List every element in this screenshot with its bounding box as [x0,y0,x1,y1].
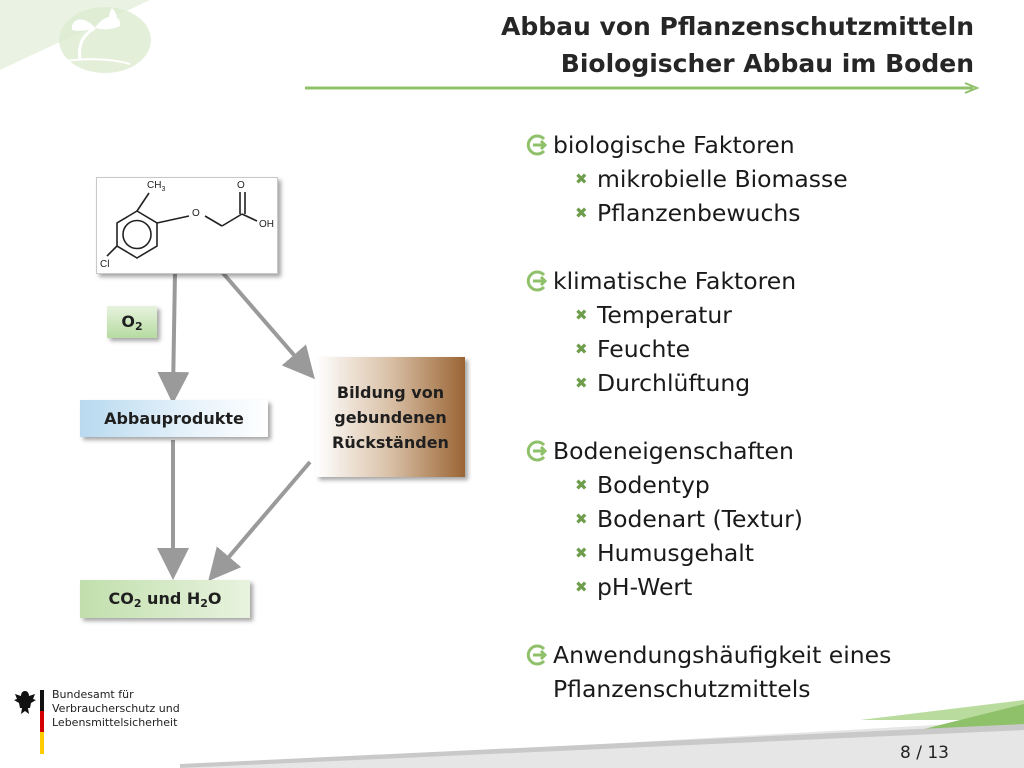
rueck-line-2: gebundenen [334,407,447,427]
carbonyl-oxygen-label: O [237,180,245,191]
list-item: ✖Feuchte [525,332,1005,366]
mcpa-structure-drawing: CH3 O O OH Cl [100,180,274,270]
bullet-group-klimatisch: klimatische Faktoren ✖Temperatur ✖Feucht… [525,264,1005,400]
federal-eagle-icon [14,691,36,714]
bullet-main: biologische Faktoren [525,128,1005,162]
bullet-main: Bodeneigenschaften [525,434,1005,468]
list-item: ✖Bodenart (Textur) [525,502,1005,536]
ch3-label: CH3 [147,180,165,193]
title-underline-arrow [305,82,980,94]
circle-arrow-icon [526,270,548,292]
bullet-group-boden: Bodeneigenschaften ✖Bodentyp ✖Bodenart (… [525,434,1005,604]
chlorine-label: Cl [100,259,109,270]
list-item: ✖pH-Wert [525,570,1005,604]
co2-h2o-box: CO2 und H2O [80,580,250,618]
bullet-group-anwendung: Anwendungshäufigkeit eines Pflanzenschut… [525,638,1005,706]
cross-icon: ✖ [575,374,588,392]
arrow-molecule-to-abbau [157,271,190,404]
list-item: ✖Pflanzenbewuchs [525,196,1005,230]
factor-list: biologische Faktoren ✖mikrobielle Biomas… [525,128,1005,706]
list-item: ✖Durchlüftung [525,366,1005,400]
arrow-molecule-to-rueck [220,270,315,380]
cross-icon: ✖ [575,204,588,222]
slide-title: Abbau von Pflanzenschutzmitteln Biologis… [501,8,974,82]
list-item: ✖Temperatur [525,298,1005,332]
hydroxyl-label: OH [259,219,274,230]
oxygen-box: O2 [107,306,157,338]
bullet-main: Anwendungshäufigkeit eines [525,638,1005,672]
arrow-rueck-to-co2 [208,460,312,582]
cross-icon: ✖ [575,476,588,494]
footer-band [180,700,1024,768]
title-line-1: Abbau von Pflanzenschutzmitteln [501,12,974,41]
rueck-line-1: Bildung von [336,382,445,402]
abbauprodukte-box: Abbauprodukte [80,400,268,437]
cross-icon: ✖ [575,170,588,188]
bullet-label-continued: Pflanzenschutzmittels [553,675,811,703]
bullet-group-biologisch: biologische Faktoren ✖mikrobielle Biomas… [525,128,1005,230]
cross-icon: ✖ [575,544,588,562]
cross-icon: ✖ [575,578,588,596]
cross-icon: ✖ [575,510,588,528]
bullet-label: biologische Faktoren [553,131,795,159]
cross-icon: ✖ [575,306,588,324]
circle-arrow-icon [526,134,548,156]
diagram-arrows [157,270,315,582]
list-item: ✖Humusgehalt [525,536,1005,570]
gebundene-rueckstaende-box: Bildung von gebundenen Rückständen [316,357,465,477]
circle-arrow-icon [526,644,548,666]
molecule-structure: CH3 O O OH Cl [96,177,278,274]
list-item: ✖mikrobielle Biomasse [525,162,1005,196]
list-item: ✖Bodentyp [525,468,1005,502]
circle-arrow-icon [526,440,548,462]
bfr-org-name: Bundesamt für Verbraucherschutz und Lebe… [52,688,180,729]
title-line-2: Biologischer Abbau im Boden [560,49,974,78]
cross-icon: ✖ [575,340,588,358]
bullet-label: klimatische Faktoren [553,267,797,295]
ether-oxygen-label: O [192,208,200,219]
flag-stripe [40,690,44,754]
bullet-label: Anwendungshäufigkeit eines [553,641,892,669]
rueck-line-3: Rückständen [332,432,449,452]
plant-logo [0,0,151,73]
page-number: 8 / 13 [900,743,949,763]
bullet-main: klimatische Faktoren [525,264,1005,298]
bullet-label: Bodeneigenschaften [553,437,794,465]
